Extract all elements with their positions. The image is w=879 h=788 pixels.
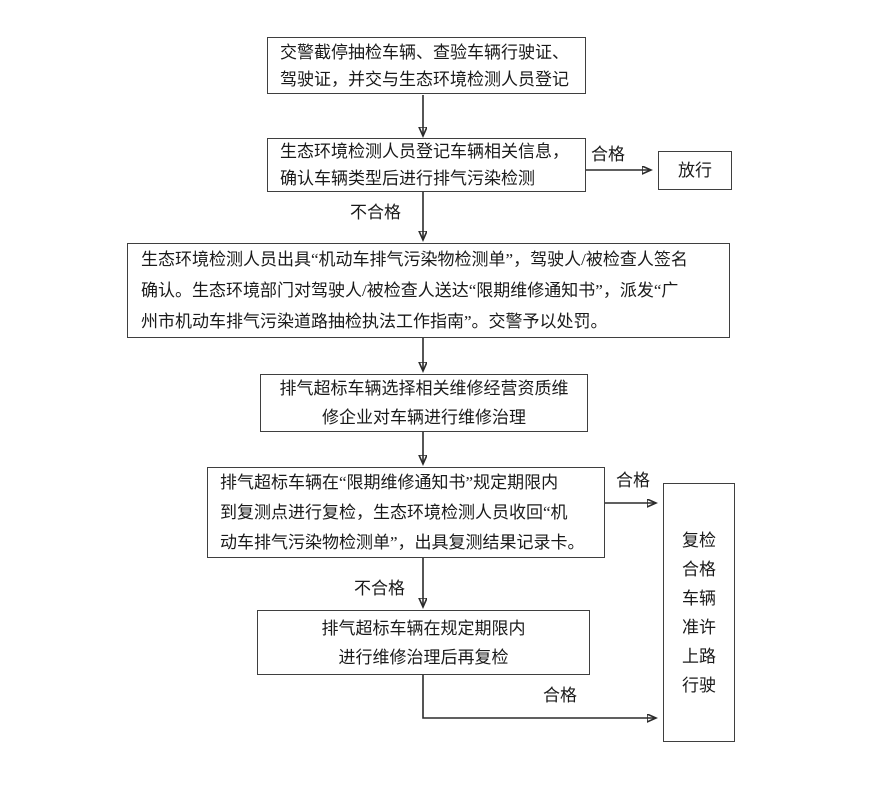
node-issue-notice-and-penalty: 生态环境检测人员出具“机动车排气污染物检测单”，驾驶人/被检查人签名 确认。生态… — [127, 243, 730, 338]
node-repair-and-recheck-again: 排气超标车辆在规定期限内 进行维修治理后再复检 — [257, 610, 590, 675]
edge-label-pass-release: 合格 — [591, 145, 625, 165]
node-recheck-within-deadline: 排气超标车辆在“限期维修通知书”规定期限内 到复测点进行复检，生态环境检测人员收… — [207, 467, 605, 558]
edge-label-pass-final: 合格 — [543, 686, 577, 706]
edge-label-fail-recheck: 不合格 — [354, 579, 405, 599]
node-police-stop: 交警截停抽检车辆、查验车辆行驶证、 驾驶证，并交与生态环境检测人员登记 — [267, 37, 586, 94]
edge-label-pass-recheck: 合格 — [616, 471, 650, 491]
edge-repair-again-to-allowed — [422, 675, 656, 718]
edge-label-fail-first: 不合格 — [350, 203, 401, 223]
node-allowed-on-road: 复检 合格 车辆 准许 上路 行驶 — [663, 483, 735, 742]
node-register-and-test: 生态环境检测人员登记车辆相关信息， 确认车辆类型后进行排气污染检测 — [267, 138, 586, 192]
node-select-repair-enterprise: 排气超标车辆选择相关维修经营资质维 修企业对车辆进行维修治理 — [260, 374, 588, 432]
node-release: 放行 — [658, 151, 732, 190]
